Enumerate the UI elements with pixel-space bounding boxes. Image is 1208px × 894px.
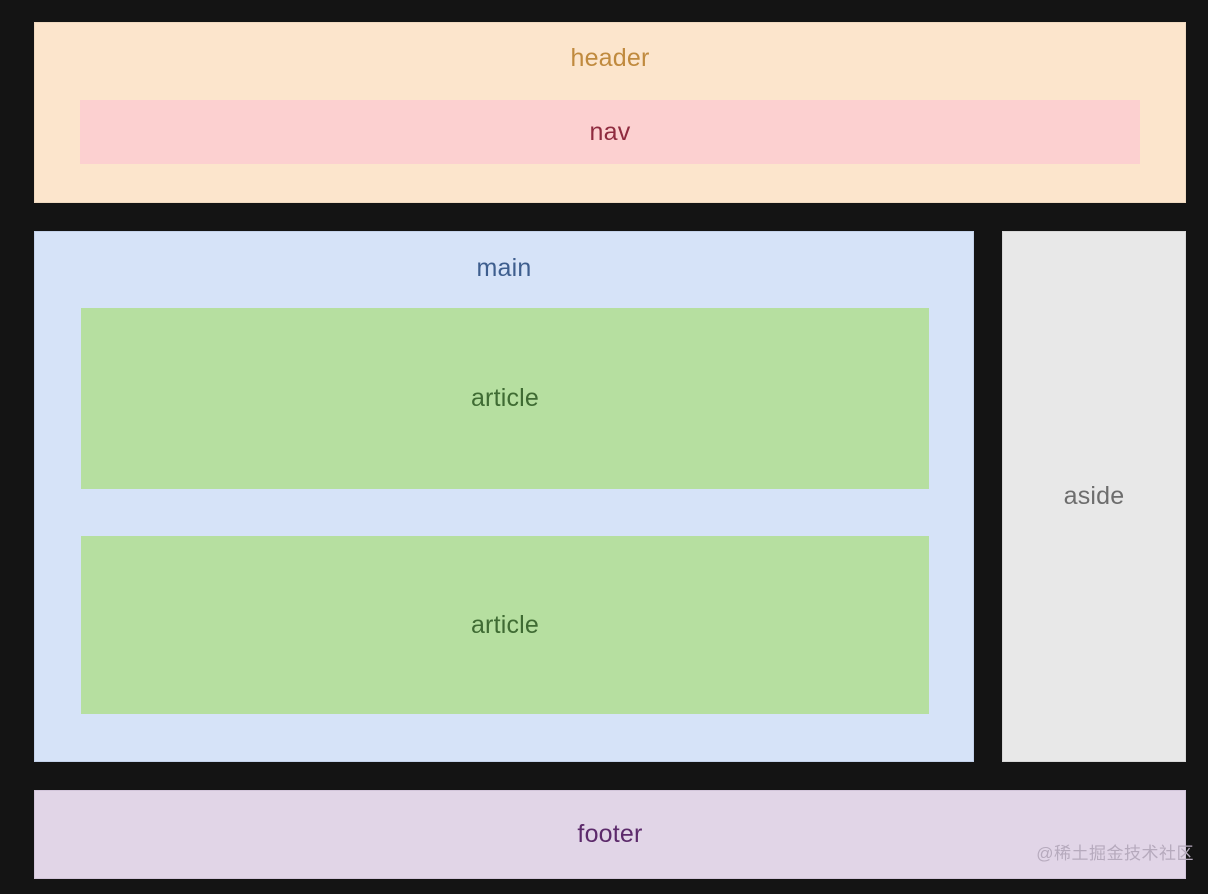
footer-region-label: footer [577, 820, 643, 848]
main-region-label: main [476, 254, 532, 282]
header-region-label: header [570, 44, 650, 72]
article-region: article [81, 536, 929, 714]
article-region-label: article [470, 610, 540, 639]
aside-region-label: aside [1063, 482, 1125, 510]
article-region: article [81, 308, 929, 489]
footer-region: footer [34, 790, 1186, 879]
main-region: main article article [34, 231, 974, 762]
watermark-text: @稀土掘金技术社区 [1036, 844, 1194, 863]
article-region-label: article [470, 384, 540, 412]
nav-region: nav [80, 100, 1140, 164]
aside-region: aside [1002, 231, 1186, 762]
nav-region-label: nav [589, 117, 631, 146]
